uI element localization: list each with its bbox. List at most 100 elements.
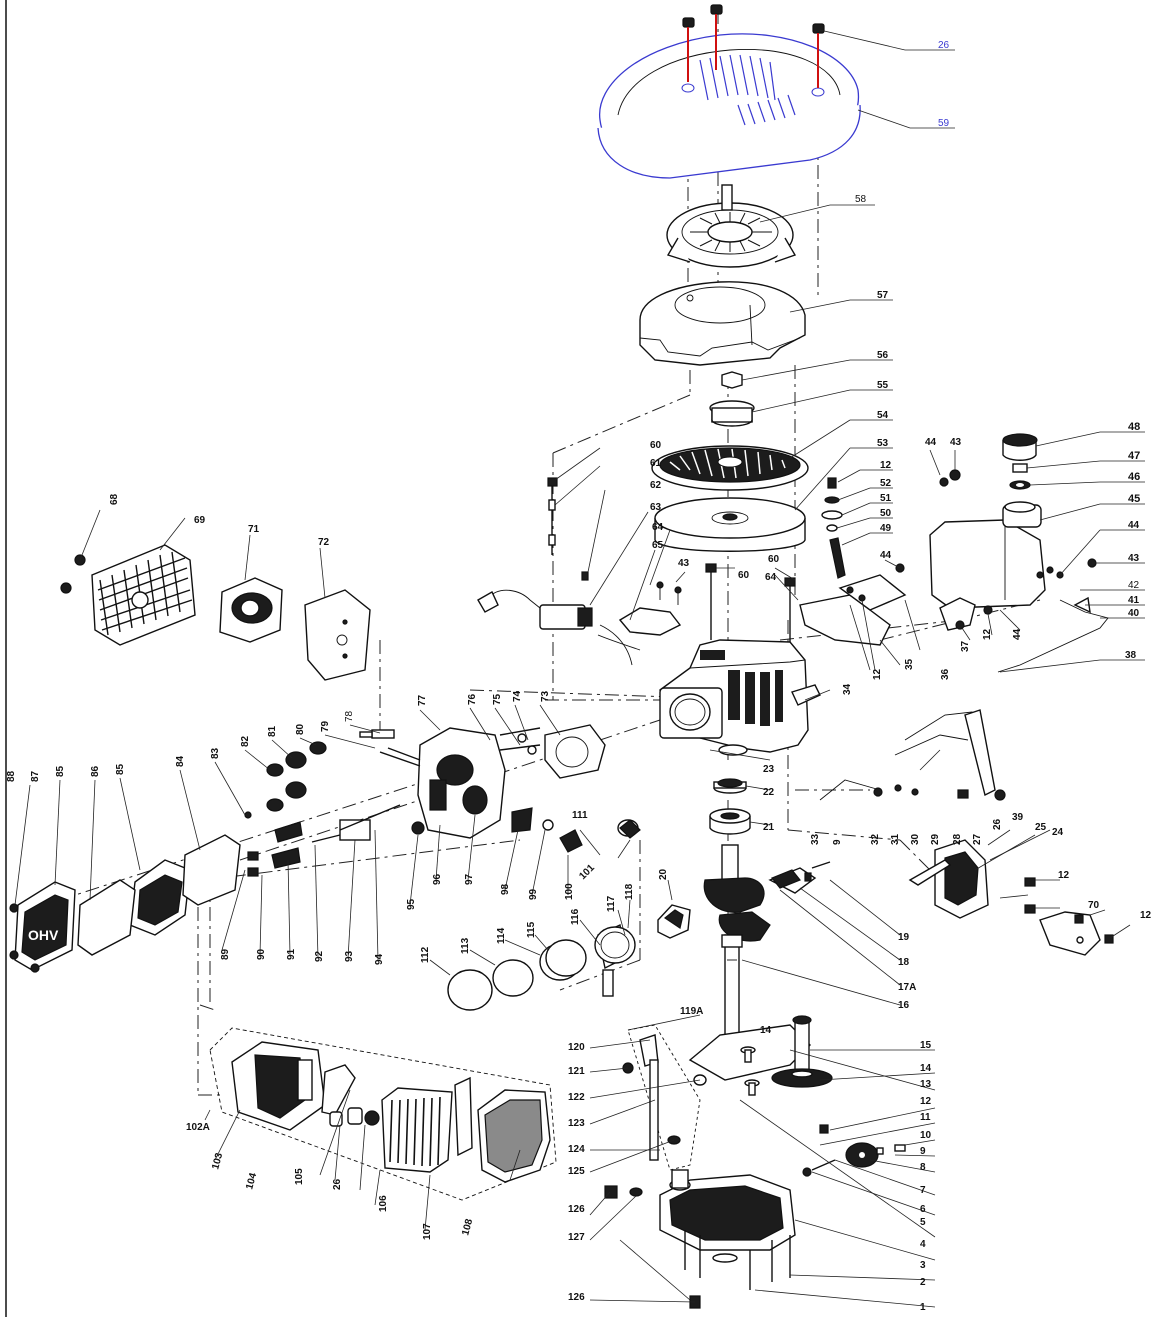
label-119a: 119A [680, 1006, 703, 1017]
tappets-14 [740, 1046, 760, 1096]
dipstick-tube-119a [622, 1024, 707, 1171]
label-28: 28 [952, 833, 963, 845]
label-4: 4 [920, 1239, 926, 1250]
label-112: 112 [420, 946, 431, 963]
filter-parts-105 [329, 1107, 380, 1127]
label-89: 89 [220, 948, 231, 960]
cover-bolts-88 [9, 903, 40, 973]
label-14-top: 14 [760, 1025, 772, 1036]
label-78: 78 [344, 710, 355, 722]
label-77: 77 [417, 694, 428, 706]
label-18: 18 [898, 957, 910, 968]
governor-lever-39 [908, 839, 1036, 919]
label-57: 57 [877, 290, 889, 301]
label-72: 72 [318, 537, 330, 548]
label-23: 23 [763, 764, 775, 775]
flywheel-53 [654, 497, 806, 552]
filter-cover-108 [477, 1089, 551, 1183]
label-90: 90 [256, 948, 267, 960]
fan-shroud-57 [639, 281, 806, 366]
label-39: 39 [1012, 812, 1024, 823]
label-81: 81 [267, 725, 278, 737]
label-20: 20 [658, 868, 669, 880]
label-83: 83 [210, 747, 221, 759]
label-61: 61 [650, 458, 662, 469]
label-68: 68 [109, 493, 120, 505]
label-24: 24 [1052, 827, 1064, 838]
label-8: 8 [920, 1162, 926, 1173]
callout-labels: 26 59 58 57 56 55 54 53 12 52 51 50 49 4… [6, 40, 1152, 1313]
label-59: 59 [938, 118, 950, 129]
label-12-b: 12 [982, 628, 993, 640]
label-10: 10 [920, 1130, 932, 1141]
label-34: 34 [842, 683, 853, 695]
label-37: 37 [960, 640, 971, 652]
bracket-65 [597, 581, 682, 651]
label-91: 91 [286, 948, 297, 960]
ignition-coil-63 [477, 571, 633, 666]
camshaft-15 [771, 1015, 833, 1088]
label-31: 31 [890, 833, 901, 845]
label-82: 82 [240, 735, 251, 747]
label-36: 36 [940, 668, 951, 680]
label-11: 11 [920, 1112, 931, 1123]
tank-mount-37 [895, 469, 1097, 631]
pushrods-79 [379, 747, 421, 767]
label-92: 92 [314, 950, 325, 962]
label-56: 56 [877, 350, 889, 361]
label-93: 93 [344, 950, 355, 962]
label-104: 104 [244, 1171, 259, 1190]
cover-nuts-26 [682, 4, 825, 88]
label-17a: 17A [898, 982, 916, 993]
label-44-a: 44 [925, 437, 937, 448]
label-117: 117 [606, 895, 617, 912]
label-54: 54 [877, 410, 889, 421]
label-113: 113 [460, 937, 471, 954]
bearing-21 [709, 808, 751, 835]
piston-rings-112-115 [447, 939, 587, 1011]
rod-cap-20 [657, 904, 691, 939]
gasket-73 [544, 724, 606, 779]
gaskets-85 [77, 834, 241, 956]
label-63: 63 [650, 502, 662, 513]
label-105: 105 [294, 1168, 305, 1185]
connecting-rod-17a [768, 861, 831, 894]
rocker-arms-90-94 [247, 804, 401, 877]
label-98: 98 [500, 883, 511, 895]
label-87: 87 [30, 770, 41, 782]
label-19: 19 [898, 932, 910, 943]
label-13: 13 [920, 1079, 932, 1090]
drain-plug-126 [604, 1185, 701, 1309]
cooling-fan-54 [651, 445, 809, 491]
label-102a: 102A [186, 1122, 210, 1133]
label-123: 123 [568, 1118, 585, 1129]
flywheel-nut-56 [721, 371, 743, 389]
label-50: 50 [880, 508, 892, 519]
recoil-starter-58 [666, 184, 797, 268]
crankcase-cover-3 [659, 1169, 796, 1251]
label-49: 49 [880, 523, 892, 534]
label-69: 69 [194, 515, 206, 526]
label-64-b: 64 [765, 572, 777, 583]
label-95: 95 [406, 898, 417, 910]
label-7: 7 [920, 1185, 926, 1196]
muffler-guard-69 [91, 544, 196, 646]
air-filter-assembly [209, 1027, 557, 1201]
cap-parts-46-47 [1009, 463, 1031, 490]
label-80: 80 [295, 723, 306, 735]
pre-filter-107 [454, 1076, 473, 1157]
label-73: 73 [540, 690, 551, 702]
label-51: 51 [880, 493, 892, 504]
label-14-right: 14 [920, 1063, 932, 1074]
label-44-right: 44 [1128, 520, 1140, 531]
valve-springs-80-82 [244, 741, 327, 819]
label-122: 122 [568, 1092, 585, 1103]
label-6: 6 [920, 1204, 926, 1215]
label-65: 65 [652, 540, 664, 551]
label-60-a: 60 [650, 440, 662, 451]
heat-shield-72 [304, 589, 371, 681]
label-127: 127 [568, 1232, 585, 1243]
ignition-bolts-60-61 [547, 477, 796, 650]
label-96: 96 [432, 873, 443, 885]
